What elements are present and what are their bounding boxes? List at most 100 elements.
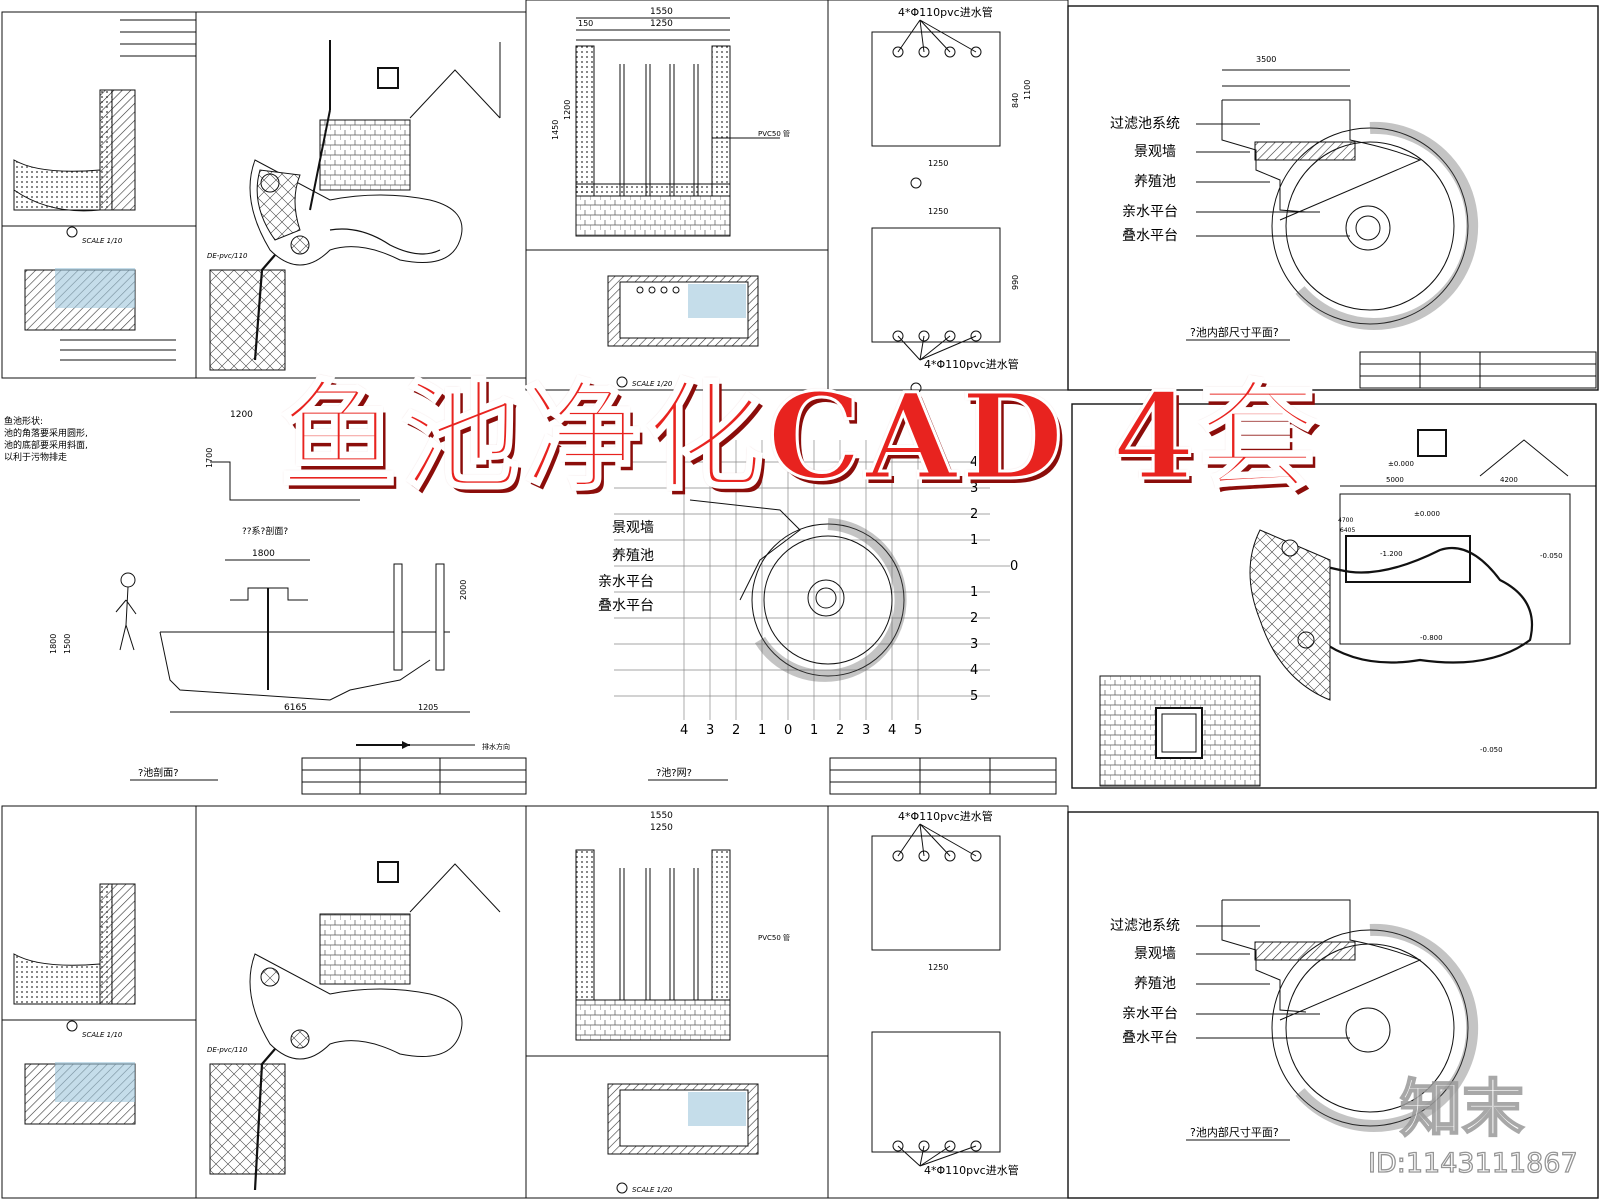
panel-site-plan-top: DE-pvc/110 <box>195 11 527 379</box>
scale-label: SCALE 1/10 <box>82 1031 123 1039</box>
grid-row: 5 <box>970 689 978 704</box>
note-2: 池的角落要采用圆形, <box>4 427 88 439</box>
label-stack-platform: 叠水平台 <box>1122 228 1178 244</box>
grid-col: 0 <box>784 723 792 738</box>
elev-0: ±0.000 <box>1388 460 1414 468</box>
grid-title: ?池?网? <box>656 766 692 779</box>
pipe-callout: 4*Φ110pvc进水管 <box>898 5 993 19</box>
grid-col: 4 <box>680 723 688 738</box>
pvc-label: PVC50 管 <box>758 129 790 138</box>
grid-row: 3 <box>970 637 978 652</box>
grid-row: 0 <box>1010 559 1018 574</box>
panel-filter-section-top: 1550 150 1250 1450 1200 PVC50 管 SCALE 1/… <box>525 0 829 391</box>
panel-pipe-plans-bottom: 4*Φ110pvc进水管 1250 4*Φ110pvc进水管 <box>827 805 1069 1199</box>
label-breeding-pool: 养殖池 <box>1134 975 1176 992</box>
dim-4700: 4700 <box>1338 517 1353 524</box>
plan-title: ?池内部尺寸平面? <box>1190 325 1279 339</box>
grid-col: 5 <box>914 723 922 738</box>
note-3: 池的底部要采用斜面, <box>4 439 88 451</box>
pipe-callout: 4*Φ110pvc进水管 <box>924 1163 1019 1177</box>
pipe-label: DE-pvc/110 <box>207 252 248 260</box>
grid-row: 3 <box>970 481 978 496</box>
label-breeding-pool: 养殖池 <box>1134 173 1176 190</box>
grid-row: 4 <box>970 455 978 470</box>
grid-col: 2 <box>732 723 740 738</box>
dim-1250: 1250 <box>650 19 673 29</box>
panel-site-plan-bottom: DE-pvc/110 <box>195 805 527 1199</box>
dim-1450: 1450 <box>551 120 560 140</box>
elev-0: ±0.000 <box>1414 510 1440 518</box>
dim-1550: 1550 <box>650 7 673 17</box>
dim-1800: 1800 <box>252 549 275 559</box>
panel-pool-section: 鱼池形状: 池的角落要采用圆形, 池的底部要采用斜面, 以利于污物排走 1200… <box>4 410 527 795</box>
panel-filter-section-bottom: 1550 1250 PVC50 管 SCALE 1/20 <box>525 805 829 1199</box>
dim-1250: 1250 <box>928 159 948 168</box>
detail-title: ??系?剖面? <box>242 525 288 537</box>
dim-1700: 1700 <box>205 448 214 468</box>
section-title: ?池剖面? <box>138 766 179 779</box>
grid-label-breeding-pool: 养殖池 <box>612 547 654 564</box>
pipe-callout: 4*Φ110pvc进水管 <box>898 809 993 823</box>
grid-label-water-platform: 亲水平台 <box>598 574 654 590</box>
label-feature-wall: 景观墙 <box>1134 946 1176 962</box>
panel-grid-plan: 景观墙 养殖池 亲水平台 叠水平台 4 3 2 1 0 1 2 3 4 5 4 … <box>598 440 1057 795</box>
label-water-platform: 亲水平台 <box>1122 1006 1178 1022</box>
drain-direction: 排水方向 <box>482 742 510 751</box>
dim-840: 840 <box>1011 93 1020 108</box>
watermark-logo: 知末 <box>1399 1071 1525 1146</box>
watermark-id: ID:1143111867 <box>1367 1147 1578 1179</box>
pipe-callout: 4*Φ110pvc进水管 <box>924 357 1019 371</box>
panel-pipe-plans-top: 4*Φ110pvc进水管 840 1100 1250 1250 990 4*Φ1… <box>827 0 1069 394</box>
label-stack-platform: 叠水平台 <box>1122 1030 1178 1046</box>
elev-0800: -0.800 <box>1420 634 1443 642</box>
dim-1100: 1100 <box>1023 80 1032 100</box>
pvc-label: PVC50 管 <box>758 933 790 942</box>
grid-col: 4 <box>888 723 896 738</box>
grid-row: 1 <box>970 533 978 548</box>
grid-col: 3 <box>862 723 870 738</box>
dim-990: 990 <box>1011 275 1020 290</box>
dim-1500: 1500 <box>63 634 72 654</box>
dim-150: 150 <box>578 19 593 28</box>
dim-1550: 1550 <box>650 811 673 821</box>
label-filter-system: 过滤池系统 <box>1110 918 1180 934</box>
elev-0050: -0.050 <box>1540 552 1563 560</box>
dim-4200: 4200 <box>1500 476 1518 484</box>
label-filter-system: 过滤池系统 <box>1110 116 1180 132</box>
grid-col: 3 <box>706 723 714 738</box>
panel-landscape-plan: 5000 4200 ±0.000 ±0.000 -1.200 -0.050 -0… <box>1071 403 1597 789</box>
panel-inner-plan-bottom: 过滤池系统 景观墙 养殖池 亲水平台 叠水平台 ?池内部尺寸平面? <box>1067 811 1599 1199</box>
dim-6165: 6165 <box>284 703 307 713</box>
grid-label-feature-wall: 景观墙 <box>612 520 654 536</box>
pipe-label: DE-pvc/110 <box>207 1046 248 1054</box>
grid-col: 2 <box>836 723 844 738</box>
panel-section-detail-top: SCALE 1/10 <box>1 11 197 379</box>
label-water-platform: 亲水平台 <box>1122 204 1178 220</box>
dim-1800: 1800 <box>49 634 58 654</box>
note-1: 鱼池形状: <box>4 415 43 427</box>
note-4: 以利于污物排走 <box>4 451 67 463</box>
label-feature-wall: 景观墙 <box>1134 144 1176 160</box>
dim-1250: 1250 <box>928 963 948 972</box>
panel-section-detail-bottom: SCALE 1/10 <box>1 805 197 1199</box>
dim-1205: 1205 <box>418 703 438 712</box>
grid-row: 4 <box>970 663 978 678</box>
grid-col: 1 <box>758 723 766 738</box>
scale-label: SCALE 1/10 <box>82 237 123 245</box>
dim-2000: 2000 <box>459 580 468 600</box>
dim-1250: 1250 <box>928 207 948 216</box>
dim-1200: 1200 <box>230 410 253 420</box>
dim-5000: 5000 <box>1386 476 1404 484</box>
dim-1200: 1200 <box>563 100 572 120</box>
dim-6405: 6405 <box>1340 527 1355 534</box>
dim-1250: 1250 <box>650 823 673 833</box>
elev-1200: -1.200 <box>1380 550 1403 558</box>
grid-label-stack-platform: 叠水平台 <box>598 598 654 614</box>
grid-col: 1 <box>810 723 818 738</box>
scale-label: SCALE 1/20 <box>632 1186 673 1194</box>
grid-row: 2 <box>970 507 978 522</box>
title-banner: 鱼池净化CAD 4套 <box>278 367 1321 506</box>
grid-row: 2 <box>970 611 978 626</box>
scale-label: SCALE 1/20 <box>632 380 673 388</box>
